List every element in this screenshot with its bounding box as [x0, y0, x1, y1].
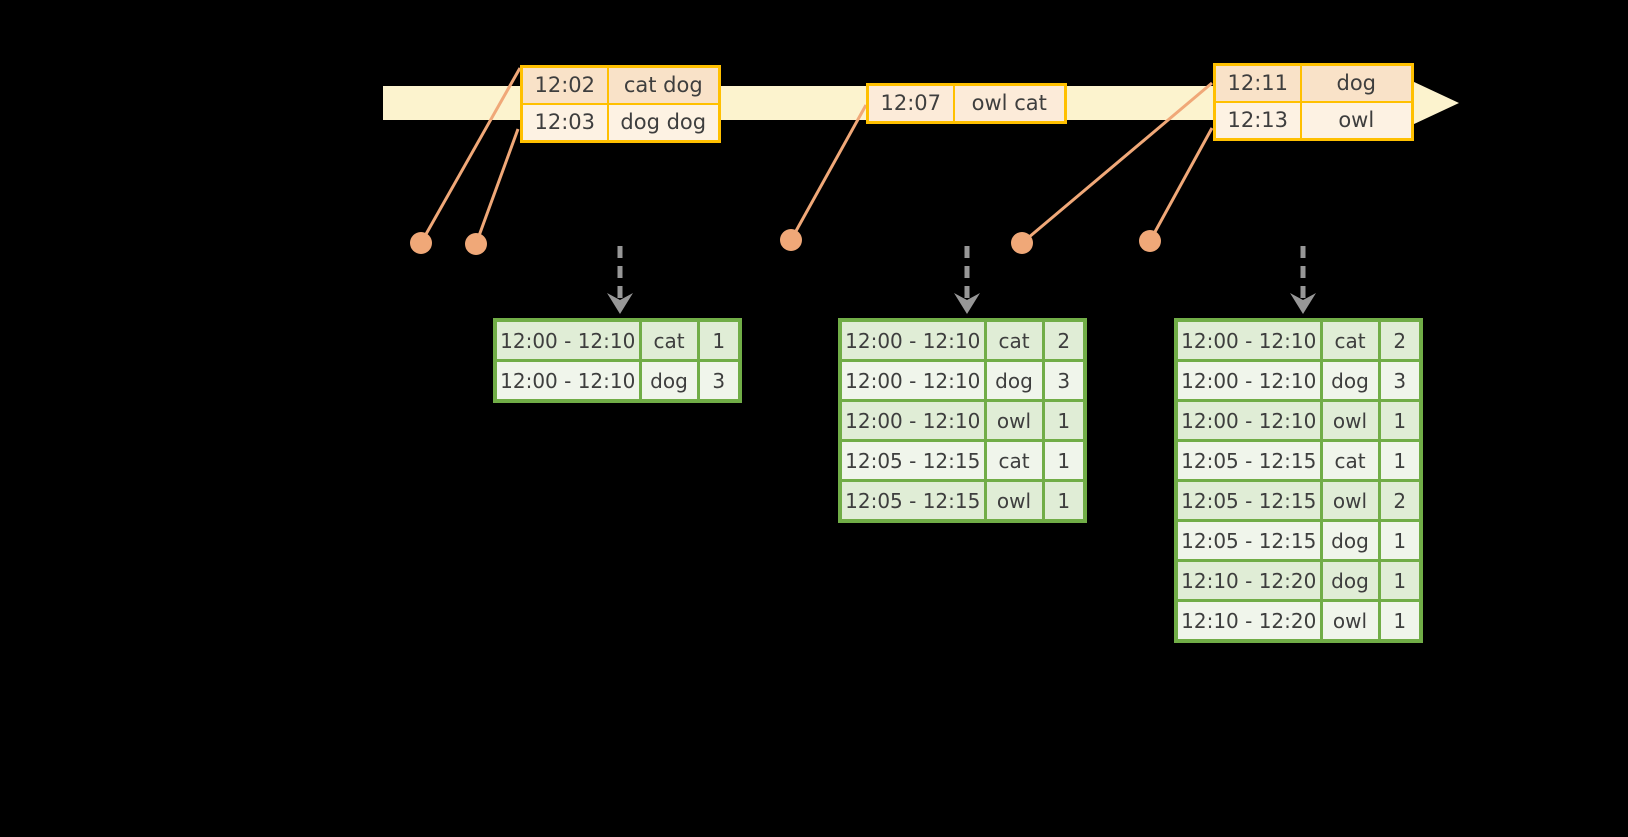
event-time-cell: 12:07: [866, 83, 955, 124]
event-dot: [1139, 230, 1161, 252]
window-cell: 12:05 - 12:15: [1174, 519, 1323, 562]
count-cell: 2: [1377, 479, 1423, 522]
event-connector-line: [419, 67, 522, 244]
word-cell: cat: [1319, 318, 1381, 362]
window-cell: 12:00 - 12:10: [838, 359, 987, 402]
word-cell: dog: [638, 359, 700, 403]
word-cell: cat: [1319, 439, 1381, 482]
event-words-cell: cat dog: [606, 65, 721, 105]
window-cell: 12:00 - 12:10: [1174, 399, 1323, 442]
event-time-cell: 12:13: [1213, 101, 1302, 141]
word-cell: owl: [1319, 599, 1381, 643]
window-cell: 12:10 - 12:20: [1174, 599, 1323, 643]
count-cell: 1: [696, 318, 742, 362]
event-time-cell: 12:11: [1213, 63, 1302, 103]
word-cell: owl: [1319, 399, 1381, 442]
window-cell: 12:05 - 12:15: [838, 439, 987, 482]
event-words-cell: owl: [1299, 101, 1414, 141]
event-words-cell: owl cat: [952, 83, 1067, 124]
word-cell: owl: [983, 479, 1045, 523]
trigger-arrow-icon: [1290, 246, 1316, 314]
event-connector-line: [474, 128, 520, 245]
word-cell: dog: [983, 359, 1045, 402]
event-words-cell: dog dog: [606, 103, 721, 143]
event-connectors: [419, 67, 1214, 245]
count-cell: 1: [1041, 399, 1087, 442]
event-dot: [780, 229, 802, 251]
window-cell: 12:05 - 12:15: [1174, 439, 1323, 482]
count-cell: 3: [696, 359, 742, 403]
trigger-arrow-icon: [607, 246, 633, 314]
count-cell: 1: [1377, 599, 1423, 643]
count-cell: 2: [1041, 318, 1087, 362]
window-cell: 12:05 - 12:15: [1174, 479, 1323, 522]
word-cell: owl: [1319, 479, 1381, 522]
event-time-cell: 12:02: [520, 65, 609, 105]
count-cell: 1: [1041, 439, 1087, 482]
count-cell: 3: [1041, 359, 1087, 402]
trigger-arrow-icon: [954, 246, 980, 314]
event-connector-line: [1148, 127, 1214, 242]
window-cell: 12:00 - 12:10: [493, 359, 642, 403]
window-cell: 12:00 - 12:10: [1174, 359, 1323, 402]
count-cell: 1: [1377, 519, 1423, 562]
word-cell: owl: [983, 399, 1045, 442]
window-cell: 12:00 - 12:10: [1174, 318, 1323, 362]
window-cell: 12:10 - 12:20: [1174, 559, 1323, 602]
event-time-cell: 12:03: [520, 103, 609, 143]
word-cell: dog: [1319, 359, 1381, 402]
count-cell: 1: [1377, 439, 1423, 482]
word-cell: cat: [983, 439, 1045, 482]
window-cell: 12:00 - 12:10: [493, 318, 642, 362]
event-dot: [465, 233, 487, 255]
count-cell: 1: [1377, 399, 1423, 442]
event-words-cell: dog: [1299, 63, 1414, 103]
window-cell: 12:00 - 12:10: [838, 399, 987, 442]
window-cell: 12:05 - 12:15: [838, 479, 987, 523]
event-dot: [1011, 232, 1033, 254]
count-cell: 1: [1041, 479, 1087, 523]
window-cell: 12:00 - 12:10: [838, 318, 987, 362]
count-cell: 3: [1377, 359, 1423, 402]
word-cell: cat: [638, 318, 700, 362]
count-cell: 2: [1377, 318, 1423, 362]
event-connector-line: [789, 104, 868, 241]
trigger-arrows: [607, 246, 1316, 314]
event-dot: [410, 232, 432, 254]
count-cell: 1: [1377, 559, 1423, 602]
event-connector-line: [1021, 81, 1213, 245]
word-cell: dog: [1319, 519, 1381, 562]
word-cell: cat: [983, 318, 1045, 362]
word-cell: dog: [1319, 559, 1381, 602]
event-dots: [410, 229, 1161, 255]
